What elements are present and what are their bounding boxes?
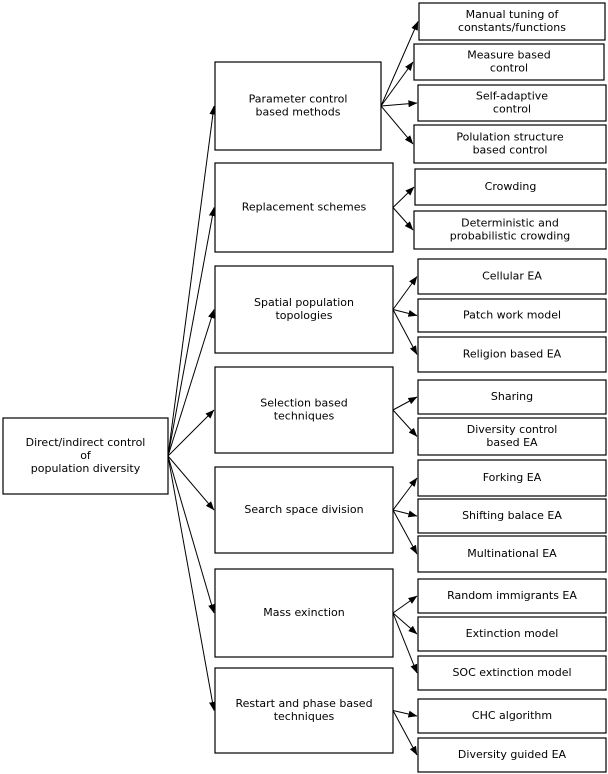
node-cat-mass-extinction-label: Mass exinction — [263, 606, 344, 619]
edge-cat-spatial-population-topologies-to-leaf-patch-work-model — [392, 309, 418, 317]
node-leaf-measure-based-control-label: control — [490, 62, 528, 75]
node-root-label: of — [80, 449, 92, 462]
node-leaf-soc-extinction-model[interactable]: SOC extinction model — [417, 655, 607, 691]
edge-cat-mass-extinction-to-leaf-random-immigrants-ea — [392, 595, 418, 614]
node-leaf-chc-algorithm[interactable]: CHC algorithm — [417, 698, 607, 734]
node-leaf-measure-based-control-label: Measure based — [467, 49, 550, 62]
node-leaf-sharing[interactable]: Sharing — [417, 379, 607, 415]
node-leaf-shifting-balance-ea[interactable]: Shifting balace EA — [417, 498, 607, 534]
node-leaf-religion-based-ea[interactable]: Religion based EA — [417, 336, 607, 373]
edge-cat-selection-based-techniques-to-leaf-diversity-control-based-ea — [392, 409, 418, 437]
node-leaf-crowding-label: Crowding — [485, 180, 537, 193]
node-leaf-diversity-guided-ea[interactable]: Diversity guided EA — [417, 737, 607, 773]
node-leaf-manual-tuning-label: Manual tuning of — [466, 8, 560, 21]
edge-cat-parameter-control-to-leaf-self-adaptive-control — [380, 100, 418, 108]
edge-root-to-cat-search-space-division — [167, 455, 215, 511]
node-leaf-shifting-balance-ea-label: Shifting balace EA — [462, 509, 562, 522]
node-root-label: population diversity — [31, 462, 141, 475]
node-leaf-extinction-model-label: Extinction model — [466, 627, 559, 640]
node-cat-selection-based-techniques-label: techniques — [274, 410, 335, 423]
edge-cat-search-space-division-to-leaf-shifting-balance-ea — [392, 509, 418, 518]
node-root-label: Direct/indirect control — [26, 436, 146, 449]
node-cat-parameter-control-label: Parameter control — [249, 93, 348, 106]
node-cat-restart-phase-based-techniques-label: techniques — [274, 710, 335, 723]
edge-cat-spatial-population-topologies-to-leaf-cellular-ea — [392, 276, 418, 310]
node-leaf-patch-work-model[interactable]: Patch work model — [417, 298, 607, 333]
node-cat-spatial-population-topologies-label: Spatial population — [254, 296, 354, 309]
edge-cat-search-space-division-to-leaf-multinational-ea — [392, 509, 418, 555]
edge-root-to-cat-selection-based-techniques — [167, 409, 215, 457]
node-leaf-diversity-control-based-ea-label: Diversity control — [467, 423, 558, 436]
node-cat-search-space-division-label: Search space division — [244, 503, 363, 516]
node-leaf-cellular-ea[interactable]: Cellular EA — [417, 258, 607, 295]
node-leaf-manual-tuning-label: constants/functions — [458, 21, 566, 34]
node-cat-replacement-schemes-label: Replacement schemes — [242, 201, 367, 214]
edge-root-to-cat-restart-phase-based-techniques — [167, 455, 216, 711]
edge-root-to-cat-replacement-schemes — [167, 207, 216, 457]
edge-cat-mass-extinction-to-leaf-extinction-model — [392, 612, 418, 635]
node-leaf-crowding[interactable]: Crowding — [414, 168, 607, 206]
edge-cat-restart-phase-based-techniques-to-leaf-chc-algorithm — [392, 710, 418, 718]
node-leaf-forking-ea-label: Forking EA — [483, 471, 542, 484]
node-leaf-population-structure-based-control-label: based control — [473, 144, 548, 157]
edges-layer — [167, 21, 419, 756]
edge-cat-spatial-population-topologies-to-leaf-religion-based-ea — [392, 309, 418, 355]
edge-root-to-cat-spatial-population-topologies — [167, 309, 215, 457]
node-cat-search-space-division[interactable]: Search space division — [214, 466, 394, 554]
edge-cat-parameter-control-to-leaf-measure-based-control — [380, 61, 414, 107]
edge-cat-mass-extinction-to-leaf-soc-extinction-model — [392, 612, 418, 674]
node-leaf-religion-based-ea-label: Religion based EA — [463, 348, 562, 361]
node-cat-parameter-control-label: based methods — [256, 106, 341, 119]
edge-root-to-cat-mass-extinction — [167, 455, 215, 614]
node-leaf-extinction-model[interactable]: Extinction model — [417, 616, 607, 652]
node-leaf-soc-extinction-model-label: SOC extinction model — [452, 666, 571, 679]
node-cat-selection-based-techniques-label: Selection based — [260, 397, 347, 410]
node-cat-spatial-population-topologies-label: topologies — [275, 309, 332, 322]
node-cat-mass-extinction[interactable]: Mass exinction — [214, 568, 394, 658]
node-leaf-self-adaptive-control-label: Self-adaptive — [476, 90, 548, 103]
node-leaf-diversity-guided-ea-label: Diversity guided EA — [458, 748, 567, 761]
node-leaf-patch-work-model-label: Patch work model — [463, 309, 561, 322]
edge-cat-restart-phase-based-techniques-to-leaf-diversity-guided-ea — [392, 710, 418, 756]
node-cat-restart-phase-based-techniques-label: Restart and phase based — [235, 697, 372, 710]
node-leaf-multinational-ea-label: Multinational EA — [467, 547, 557, 560]
edge-cat-replacement-schemes-to-leaf-crowding — [392, 186, 415, 208]
edge-cat-selection-based-techniques-to-leaf-sharing — [392, 396, 418, 411]
node-leaf-multinational-ea[interactable]: Multinational EA — [417, 535, 607, 573]
node-leaf-forking-ea[interactable]: Forking EA — [417, 459, 607, 497]
node-leaf-random-immigrants-ea[interactable]: Random immigrants EA — [417, 578, 607, 614]
node-leaf-cellular-ea-label: Cellular EA — [482, 270, 542, 283]
edge-cat-replacement-schemes-to-leaf-deterministic-probabilistic-crowding — [392, 207, 414, 231]
edge-root-to-cat-parameter-control — [167, 105, 217, 457]
node-leaf-random-immigrants-ea-label: Random immigrants EA — [447, 589, 577, 602]
node-leaf-population-structure-based-control-label: Polulation structure — [456, 131, 564, 144]
edge-cat-parameter-control-to-leaf-population-structure-based-control — [380, 105, 414, 145]
edge-cat-parameter-control-to-leaf-manual-tuning — [380, 21, 419, 107]
node-leaf-deterministic-probabilistic-crowding-label: Deterministic and — [461, 217, 559, 230]
node-cat-replacement-schemes[interactable]: Replacement schemes — [214, 162, 394, 253]
node-leaf-deterministic-probabilistic-crowding-label: probabilistic crowding — [450, 230, 571, 243]
node-leaf-diversity-control-based-ea-label: based EA — [486, 436, 538, 449]
edge-cat-search-space-division-to-leaf-forking-ea — [392, 477, 418, 511]
node-leaf-sharing-label: Sharing — [491, 390, 533, 403]
node-leaf-self-adaptive-control-label: control — [493, 103, 531, 116]
node-leaf-chc-algorithm-label: CHC algorithm — [472, 709, 552, 722]
